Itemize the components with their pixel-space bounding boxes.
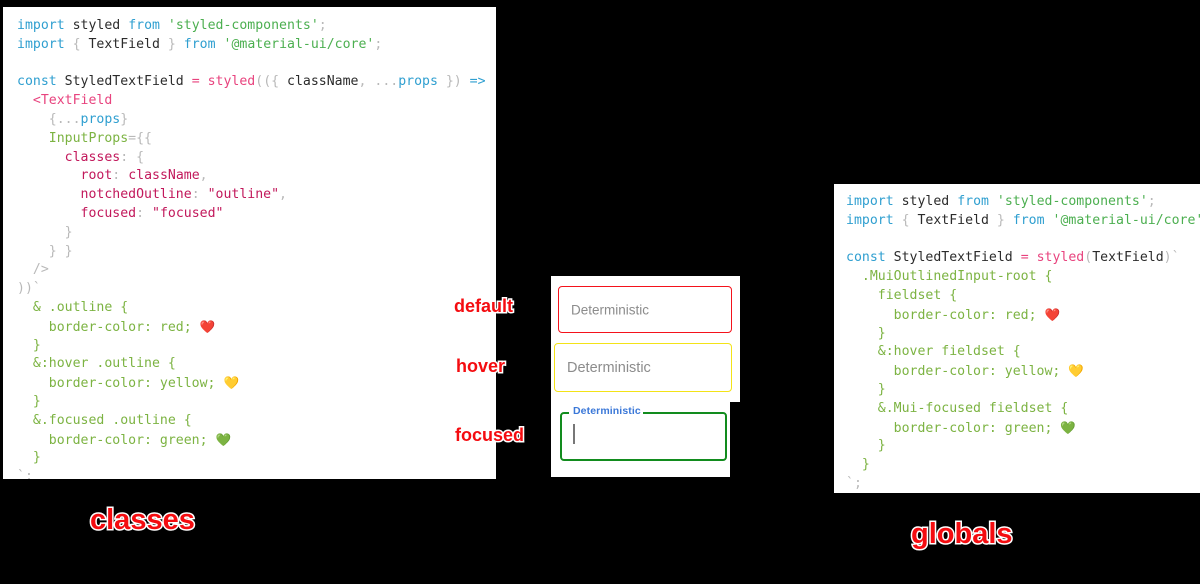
code-line: & .outline { bbox=[32, 299, 129, 315]
annotation-classes-title: classes bbox=[89, 503, 197, 538]
textfield-hover[interactable]: Deterministic bbox=[554, 343, 732, 392]
code-line: &:hover fieldset { bbox=[877, 344, 1021, 360]
code-line: border-color: red; ❤️ bbox=[893, 306, 1061, 323]
code-line: notchedOutline: "outline", bbox=[80, 187, 287, 203]
code-line: import { TextField } from '@material-ui/… bbox=[17, 36, 383, 52]
code-panel-classes: import styled from 'styled-components'; i… bbox=[3, 7, 496, 479]
code-line: fieldset { bbox=[877, 287, 958, 303]
code-line: border-color: red; ❤️ bbox=[48, 318, 216, 335]
code-line: const StyledTextField = styled(TextField… bbox=[846, 250, 1180, 266]
code-line: border-color: green; 💚 bbox=[48, 431, 232, 448]
notched-outline-gap bbox=[569, 410, 643, 414]
code-line bbox=[846, 231, 1200, 250]
code-line: } bbox=[877, 325, 886, 341]
code-line: border-color: yellow; 💛 bbox=[48, 375, 240, 392]
code-line: const StyledTextField = styled(({ classN… bbox=[17, 74, 496, 90]
code-line: } bbox=[32, 450, 41, 466]
code-line: } bbox=[32, 393, 41, 409]
annotation-hover: hover bbox=[454, 355, 506, 378]
code-line: } bbox=[64, 224, 73, 240]
code-line: {...props} bbox=[48, 111, 129, 127]
code-line: import { TextField } from '@material-ui/… bbox=[846, 212, 1200, 228]
code-line: &.focused .outline { bbox=[32, 412, 192, 428]
code-line: } } bbox=[48, 243, 73, 259]
code-line: import styled from 'styled-components'; bbox=[17, 18, 327, 33]
code-line: root: className, bbox=[80, 168, 208, 184]
code-line: import styled from 'styled-components'; bbox=[846, 194, 1156, 209]
code-line: InputProps={{ bbox=[48, 130, 152, 146]
annotation-globals-title: globals bbox=[910, 517, 1015, 552]
annotation-default: default bbox=[452, 295, 514, 318]
code-line: border-color: green; 💚 bbox=[893, 419, 1076, 436]
textfield-hover-outline bbox=[554, 343, 732, 392]
code-line: `; bbox=[846, 475, 862, 491]
annotation-focused: focused bbox=[453, 424, 525, 447]
code-line: &:hover .outline { bbox=[32, 356, 176, 372]
code-line: focused: "focused" bbox=[80, 205, 224, 221]
code-line: } bbox=[877, 381, 886, 397]
code-line: } bbox=[32, 337, 41, 353]
textfield-focused-outline bbox=[560, 412, 727, 461]
code-line: .MuiOutlinedInput-root { bbox=[861, 269, 1053, 285]
textfield-hover-value: Deterministic bbox=[567, 359, 651, 376]
textfield-focused-floating-label: Deterministic bbox=[573, 405, 641, 417]
code-line bbox=[17, 55, 496, 74]
code-line: } bbox=[877, 438, 886, 454]
code-line: `; bbox=[17, 469, 33, 479]
code-line: } bbox=[861, 457, 870, 473]
code-panel-globals: import styled from 'styled-components'; i… bbox=[834, 184, 1200, 493]
code-line: border-color: yellow; 💛 bbox=[893, 363, 1084, 380]
textfield-default[interactable]: Deterministic bbox=[558, 286, 732, 333]
textfield-focused[interactable]: Deterministic bbox=[560, 405, 727, 461]
code-line: /> bbox=[32, 262, 49, 278]
text-caret bbox=[573, 424, 575, 444]
code-line: <TextField bbox=[32, 93, 113, 109]
textfield-default-outline bbox=[558, 286, 732, 333]
code-line: classes: { bbox=[64, 149, 145, 165]
code-line: ))` bbox=[17, 281, 41, 297]
code-line: &.Mui-focused fieldset { bbox=[877, 400, 1069, 416]
textfield-default-value: Deterministic bbox=[571, 302, 650, 317]
